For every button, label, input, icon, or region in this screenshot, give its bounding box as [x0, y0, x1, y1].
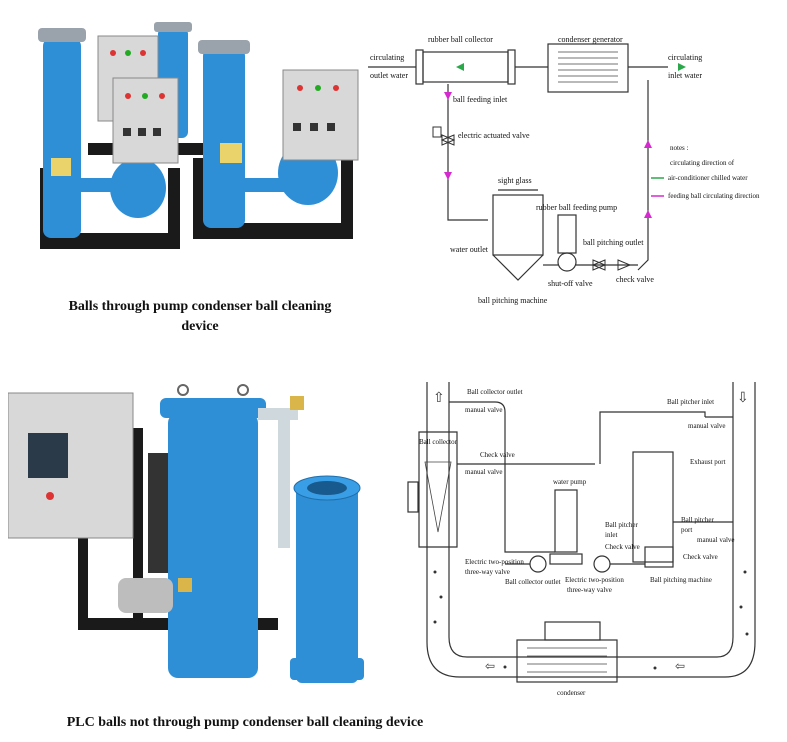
- top-caption: Balls through pump condenser ball cleani…: [20, 297, 380, 337]
- label-electric-two-position-2b: three-way valve: [567, 586, 612, 594]
- bottom-caption: PLC balls not through pump condenser bal…: [66, 715, 424, 730]
- label-electric-actuated-valve: electric actuated valve: [458, 131, 530, 140]
- label-electric-two-position-1a: Electric two-position: [465, 558, 524, 566]
- label-electric-two-position-1b: three-way valve: [465, 568, 510, 576]
- label-ball-collector-outlet: Ball collector outlet: [467, 388, 523, 396]
- label-water-pump: water pump: [553, 478, 587, 486]
- label-water-outlet: water outlet: [450, 245, 489, 254]
- label-condenser-generator: condenser generator: [558, 35, 623, 44]
- top-caption-line1: Balls through pump condenser ball cleani…: [68, 299, 332, 314]
- label-ball-pitcher-port-2: port: [681, 526, 692, 534]
- label-circulating-inlet-1: circulating: [668, 53, 702, 62]
- label-condenser: condenser: [557, 689, 586, 697]
- label-circulating-outlet-1: circulating: [370, 53, 404, 62]
- label-rubber-ball-collector: rubber ball collector: [428, 35, 493, 44]
- label-rubber-ball-feeding-pump: rubber ball feeding pump: [536, 203, 617, 212]
- label-check-valve-3: Check valve: [683, 553, 718, 561]
- label-sight-glass: sight glass: [498, 176, 532, 185]
- label-notes-title: notes :: [670, 144, 689, 152]
- photo-balls-through-pump: [18, 8, 378, 283]
- label-notes-line3: feeding ball circulating direction: [668, 192, 760, 200]
- label-ball-pitcher-inlet-top: Ball pitcher inlet: [667, 398, 714, 406]
- label-notes-line1: circulating direction of: [670, 159, 735, 167]
- diagram-plc-balls-not-through-pump: ⇧ ⇩ ⇦ ⇦ Ball collector outlet manual val…: [405, 372, 785, 712]
- label-manual-valve-4: manual valve: [697, 536, 735, 544]
- svg-text:⇩: ⇩: [737, 391, 749, 406]
- svg-text:⇦: ⇦: [485, 659, 495, 673]
- label-manual-valve-2: manual valve: [465, 468, 503, 476]
- label-ball-pitching-machine: ball pitching machine: [478, 296, 548, 305]
- label-ball-pitcher-inlet-2: inlet: [605, 531, 617, 539]
- label-ball-pitching-machine: Ball pitching machine: [650, 576, 712, 584]
- label-shut-off-valve: shut-off valve: [548, 279, 593, 288]
- label-exhaust-port: Exhaust port: [690, 458, 726, 466]
- svg-text:⇦: ⇦: [675, 659, 685, 673]
- label-check-valve-2: Check valve: [605, 543, 640, 551]
- label-electric-two-position-2a: Electric two-position: [565, 576, 624, 584]
- label-ball-pitcher-inlet-1: Ball pitcher: [605, 521, 639, 529]
- photo-plc-balls-not-through-pump: [7, 368, 378, 698]
- top-caption-line2: device: [181, 319, 219, 334]
- label-ball-feeding-inlet: ball feeding inlet: [453, 95, 508, 104]
- label-ball-collector-outlet-2: Ball collector outlet: [505, 578, 561, 586]
- label-ball-pitcher-port-1: Ball pitcher: [681, 516, 715, 524]
- label-ball-collector: Ball collector: [419, 438, 458, 446]
- diagram-balls-through-pump: rubber ball collector condenser generato…: [368, 30, 783, 315]
- label-check-valve: check valve: [616, 275, 654, 284]
- label-manual-valve-1: manual valve: [465, 406, 503, 414]
- svg-text:⇧: ⇧: [433, 391, 445, 406]
- label-circulating-outlet-2: outlet water: [370, 71, 408, 80]
- label-circulating-inlet-2: inlet water: [668, 71, 702, 80]
- label-check-valve-1: Check valve: [480, 451, 515, 459]
- label-notes-line2: air-conditioner chilled water: [668, 174, 748, 182]
- label-manual-valve-3: manual valve: [688, 422, 726, 430]
- label-ball-pitching-outlet: ball pitching outlet: [583, 238, 644, 247]
